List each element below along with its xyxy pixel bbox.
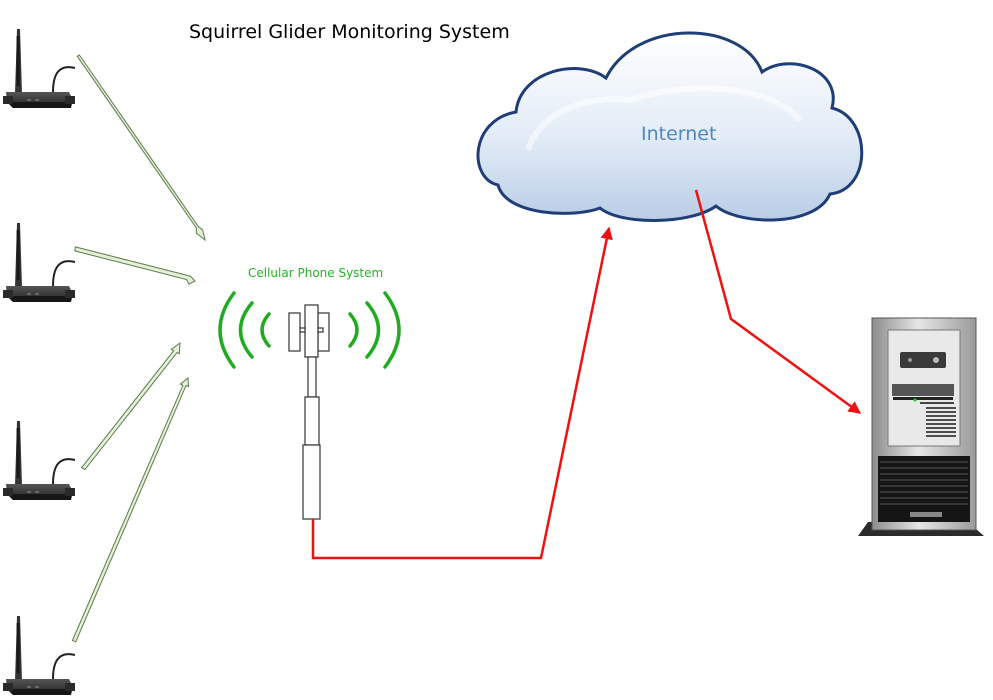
signal-wave-right-middle <box>365 301 381 359</box>
signal-wave-left-middle <box>238 301 254 359</box>
sensor-node-3 <box>2 420 76 501</box>
cloud-icon <box>476 31 864 222</box>
wireless-sensor-router-icon <box>2 222 76 303</box>
wireless-sensor-router-icon <box>2 420 76 501</box>
wired-links <box>311 189 862 560</box>
diagram-title: Squirrel Glider Monitoring System <box>189 21 510 43</box>
internet-to-server-link <box>694 189 862 415</box>
wireless-arrow-3 <box>80 341 181 471</box>
cellular-system-label: Cellular Phone System <box>248 266 383 280</box>
signal-wave-right-outer <box>383 291 401 369</box>
signal-wave-left-outer <box>218 291 236 369</box>
sensor-node-2 <box>2 222 76 303</box>
signal-waves <box>218 291 401 369</box>
wireless-links <box>71 54 206 643</box>
server-tower-icon <box>858 317 984 536</box>
wireless-arrow-4 <box>71 376 190 643</box>
internet-label: Internet <box>641 123 716 145</box>
cloud-highlight <box>525 85 803 151</box>
wireless-arrow-2 <box>74 246 196 285</box>
tower-to-internet-link <box>311 226 613 560</box>
cell-tower-icon <box>288 304 330 520</box>
wireless-sensor-router-icon <box>2 615 76 696</box>
signal-wave-right-inner <box>348 312 359 348</box>
sensor-node-4 <box>2 615 76 696</box>
internet-cloud: Internet <box>476 31 864 222</box>
sensor-node-1 <box>2 28 76 109</box>
wireless-arrow-1 <box>76 54 206 242</box>
wireless-sensor-router-icon <box>2 28 76 109</box>
signal-wave-left-inner <box>260 312 271 348</box>
